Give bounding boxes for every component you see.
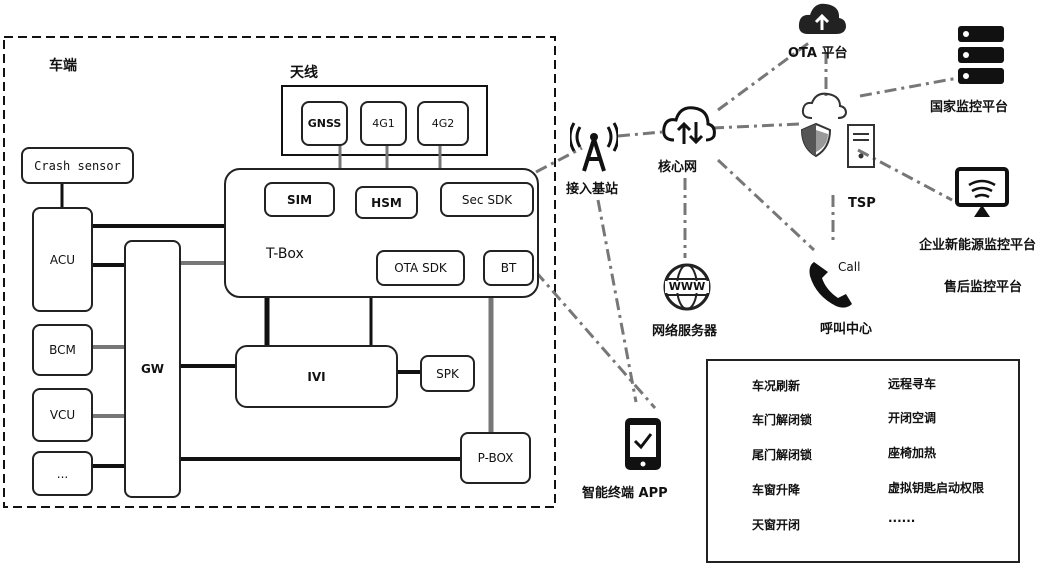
bcm-box: BCM [32,324,93,376]
core-network-label: 核心网 [658,160,698,175]
cloud-network-icon [660,100,718,152]
antenna-frame [281,85,488,156]
app-label: 智能终端 APP [582,486,668,501]
antenna-title: 天线 [290,65,318,81]
other-ecu-box: ... [32,451,93,496]
call-label: Call [838,260,861,274]
vehicle-boundary [3,36,556,508]
cloud-upload-icon [796,0,848,42]
ota-sdk-module: OTA SDK [376,250,465,286]
ota-platform-label: OTA 平台 [788,46,848,61]
service-item: 虚拟钥匙启动权限 [888,481,985,495]
call-center-label: 呼叫中心 [820,322,873,337]
spk-box: SPK [420,355,475,392]
gw-box: GW [124,240,181,498]
tsp-label: TSP [848,196,876,211]
crash-sensor: Crash sensor [21,147,134,184]
shield-icon [798,86,880,172]
enterprise-platform-label: 企业新能源监控平台 [919,238,1037,253]
vehicle-title: 车端 [49,58,77,74]
acu-box: ACU [32,207,93,312]
server-stack-icon [958,26,1004,88]
service-item: 车窗升降 [752,483,801,497]
bt-module: BT [483,250,534,286]
national-platform-label: 国家监控平台 [930,100,1009,115]
4g2-antenna: 4G2 [417,101,469,146]
gnss-antenna: GNSS [301,101,348,146]
www-text: WWW [668,280,706,293]
pbox-box: P-BOX [460,432,531,484]
antenna-tower-icon [568,117,620,177]
service-item: 车门解闭锁 [752,413,813,427]
vcu-box: VCU [32,388,93,442]
globe-icon: WWW [662,262,712,312]
tbox-title: T-Box [266,246,304,262]
service-item: 开闭空调 [888,411,937,425]
service-list: 车况刷新 车门解闭锁 尾门解闭锁 车窗升降 天窗开闭 远程寻车 开闭空调 座椅加… [706,359,1020,563]
service-item: 座椅加热 [888,446,937,460]
sec-sdk-module: Sec SDK [440,182,534,217]
base-station-label: 接入基站 [566,182,619,197]
4g1-antenna: 4G1 [360,101,407,146]
service-item: 尾门解闭锁 [752,448,813,462]
server-tower-icon [847,124,875,172]
monitor-wifi-icon [955,167,1009,223]
aftersales-platform-label: 售后监控平台 [944,280,1023,295]
web-server-label: 网络服务器 [652,324,718,339]
sim-module: SIM [264,182,335,217]
smartphone-check-icon [623,416,663,476]
hsm-module: HSM [355,186,418,219]
service-item: 远程寻车 [888,377,937,391]
ivi-box: IVI [235,345,398,408]
service-item: 天窗开闭 [752,518,801,532]
service-item: ...... [888,511,916,525]
service-item: 车况刷新 [752,379,801,393]
phone-icon [806,256,860,316]
